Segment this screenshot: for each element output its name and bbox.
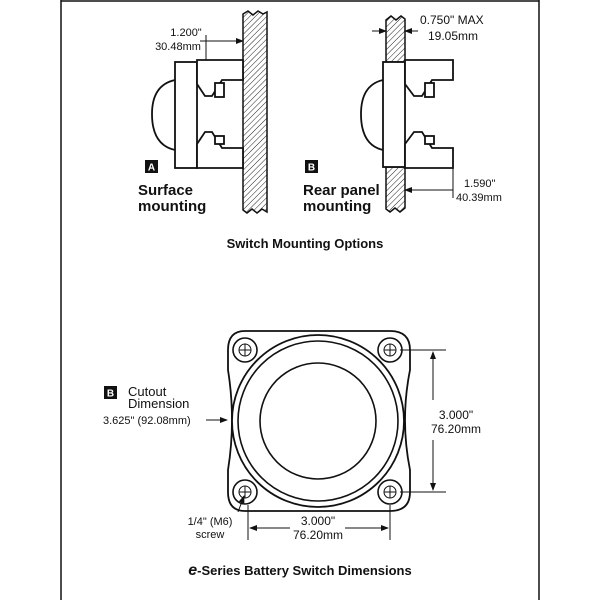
badge-cutout: B [107, 389, 114, 400]
thickness-in: 0.750" MAX [420, 13, 484, 27]
cutout-label-1: Cutout [128, 384, 167, 399]
rear-label-2: mounting [303, 198, 371, 215]
switch-flange-b [382, 61, 406, 168]
depth-mm: 40.39mm [456, 192, 502, 204]
front-view-drawing: 3.000" 76.20mm 3.000" 76.20mm B Cutout D… [103, 330, 481, 542]
vertical-dim-mm: 76.20mm [431, 422, 481, 436]
mounting-title: Switch Mounting Options [227, 236, 384, 251]
dim-a-in: 1.200" [170, 27, 202, 39]
screw-label-1: 1/4" (M6) [188, 516, 233, 528]
switch-dome [151, 79, 176, 151]
badge-a-box [145, 160, 158, 173]
badge-a: A [148, 163, 155, 174]
badge-b-box [305, 160, 318, 173]
vertical-dim-in: 3.000" [439, 408, 473, 422]
bolt-top [214, 82, 225, 98]
horizontal-dim-in: 3.000" [301, 514, 335, 528]
screw-label-2: screw [196, 529, 225, 541]
surface-mounting-drawing: 1.200" 30.48mm A Surface mounting [138, 10, 268, 215]
inner-circle [259, 362, 377, 480]
cutout-label-2: Dimension [128, 396, 189, 411]
panel-wall-top [385, 15, 406, 63]
dimensions-title: e-Series Battery Switch Dimensions [188, 562, 411, 579]
rear-label-1: Rear panel [303, 182, 380, 199]
switch-flange [174, 61, 198, 169]
badge-b: B [308, 163, 315, 174]
screw-holes [232, 337, 403, 505]
outer-ring [231, 334, 405, 508]
panel-wall-bottom [385, 166, 406, 213]
bolt-bottom [214, 135, 225, 145]
ring [237, 340, 399, 502]
thickness-mm: 19.05mm [428, 29, 478, 43]
cutout-value: 3.625" (92.08mm) [103, 415, 191, 427]
depth-in: 1.590" [464, 178, 496, 190]
rear-mounting-drawing: 0.750" MAX 19.05mm 1.590" 40.39mm B Rear… [303, 13, 502, 215]
surface-label-1: Surface [138, 182, 193, 199]
dim-a-mm: 30.48mm [155, 41, 201, 53]
surface-label-2: mounting [138, 198, 206, 215]
horizontal-dim-mm: 76.20mm [293, 528, 343, 542]
switch-dome-b [360, 79, 384, 151]
panel-wall [242, 10, 268, 214]
